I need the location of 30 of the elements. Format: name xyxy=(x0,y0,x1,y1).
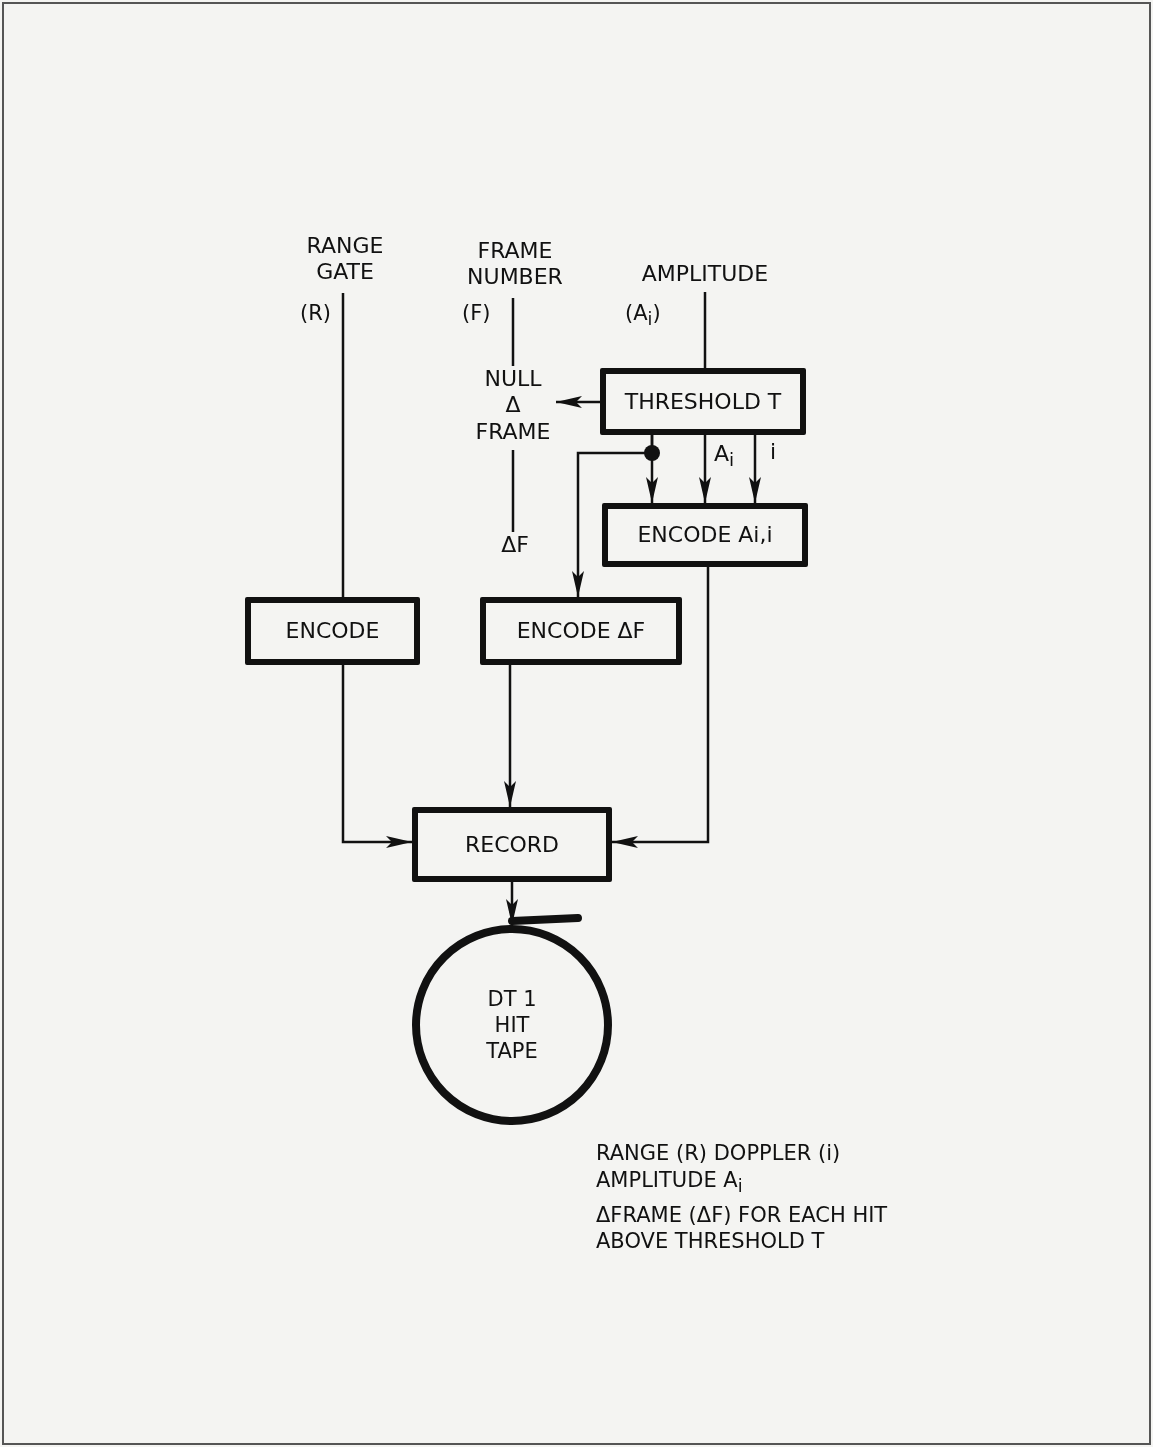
box-label: THRESHOLD T xyxy=(624,387,782,416)
box-label: ENCODE xyxy=(285,617,380,645)
signal-label: ΔF xyxy=(490,532,540,562)
connector-arrow xyxy=(612,567,710,848)
connector-arrow xyxy=(556,396,600,408)
connector-arrow xyxy=(572,435,654,597)
process-box xyxy=(480,597,682,665)
process-box xyxy=(412,807,612,882)
box-label: DT 1 HIT TAPE xyxy=(485,985,539,1065)
connector-arrow xyxy=(749,435,761,503)
signal-note: ΔFRAME (ΔF) FOR EACH HIT ABOVE THRESHOLD T xyxy=(596,1202,889,1255)
process-box xyxy=(602,503,808,567)
tape-reel-circle xyxy=(412,925,612,1125)
signal-label: NULL Δ FRAME xyxy=(470,366,556,450)
signal-note: (A$_{i}$) xyxy=(625,300,661,332)
signal-note: (R) xyxy=(300,300,331,327)
box-label: ENCODE ΔF xyxy=(516,617,646,645)
box-label: RECORD xyxy=(464,830,560,859)
process-box xyxy=(600,368,806,435)
signal-label: AMPLITUDE xyxy=(615,261,795,292)
connector-arrow xyxy=(699,435,711,503)
signal-note: (F) xyxy=(462,300,491,327)
signal-note: AMPLITUDE A$_{i}$ xyxy=(596,1167,743,1199)
box-label: ENCODE Ai,i xyxy=(637,521,773,549)
signal-note: RANGE (R) DOPPLER (i) xyxy=(596,1140,841,1167)
process-box xyxy=(245,597,420,665)
signal-label: FRAME NUMBER xyxy=(450,238,580,298)
connector-arrow xyxy=(504,665,516,807)
signal-label: RANGE GATE xyxy=(285,233,405,293)
connector-arrow xyxy=(341,665,412,848)
